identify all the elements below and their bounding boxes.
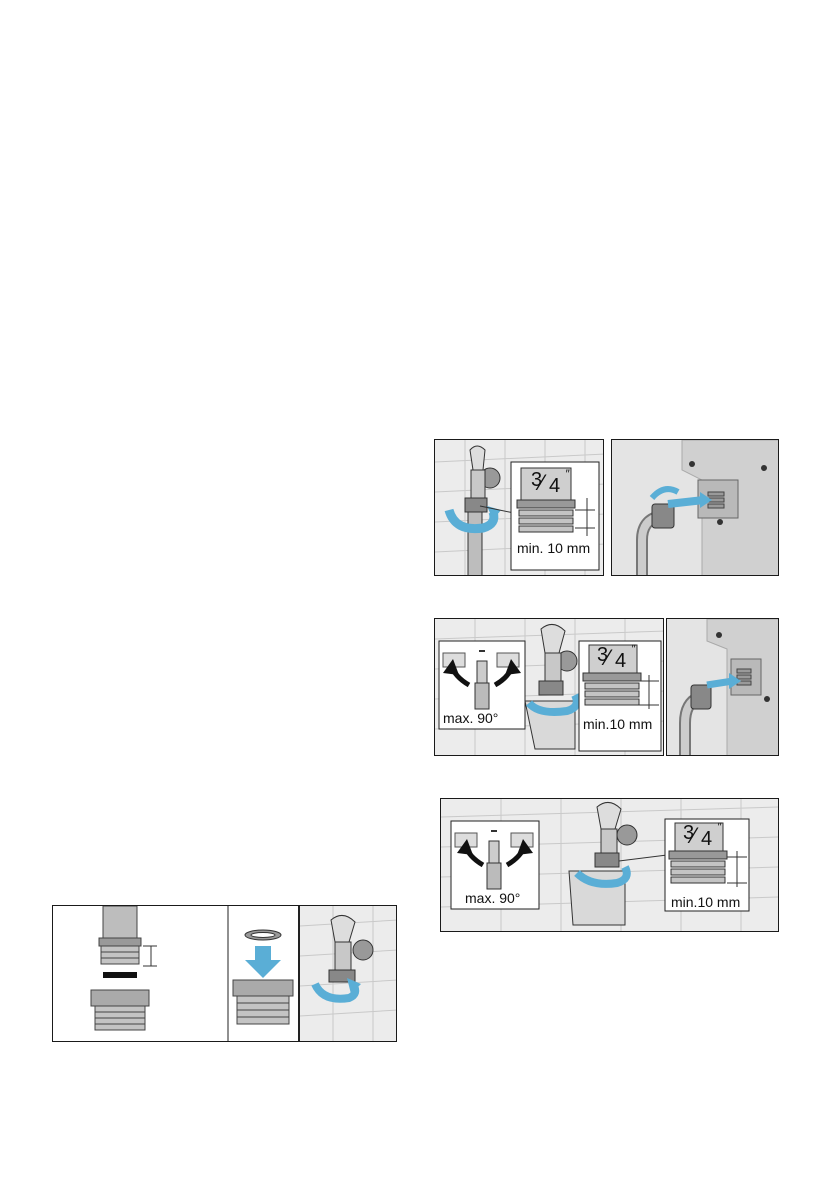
figure-1-tap-panel: 3 ⁄ 4 ″ min. 10 mm [434, 439, 604, 576]
down-arrow-icon [245, 946, 281, 978]
thread-icon [90, 989, 150, 1031]
hose-icon [636, 503, 675, 575]
thread-icon [232, 979, 294, 1025]
min-10mm-label: min.10 mm [671, 894, 741, 910]
figure-2-tap-panel: max. 90° 3 ⁄ 4 ″ min.10 mm [434, 618, 664, 756]
thread-size-fraction: 3 ⁄ 4 ″ [683, 820, 722, 850]
figure-4-adapter-drawing [90, 906, 396, 1041]
min-10mm-label: min.10 mm [583, 716, 653, 732]
figure-2-appliance-drawing [667, 619, 778, 755]
max-90-label: max. 90° [443, 710, 499, 726]
tap-icon [328, 915, 374, 983]
hose-icon [679, 684, 712, 755]
figure-3-tap-drawing [441, 799, 778, 931]
figure-3-tap-panel: max. 90° 3 ⁄ 4 ″ min.10 mm [440, 798, 779, 932]
thread-icon [584, 682, 640, 706]
figure-2-tap-drawing [435, 619, 663, 755]
max-90-label: max. 90° [465, 890, 521, 906]
thread-icon [518, 509, 574, 533]
rotate-arrow-icon [649, 486, 680, 501]
figure-4-adapter-panel [52, 905, 397, 1042]
rotate-arrow-icon [574, 865, 631, 888]
thread-icon [736, 668, 752, 686]
rotate-arrow-icon [525, 693, 581, 716]
thread-size-fraction: 3 ⁄ 4 ″ [531, 467, 570, 497]
push-arrow-icon [706, 677, 734, 689]
figure-2-appliance-panel [666, 618, 779, 756]
figure-1-appliance-panel [611, 439, 779, 576]
thread-size-fraction: 3 ⁄ 4 ″ [597, 642, 636, 672]
washer-ring-icon [244, 929, 282, 941]
thread-icon [98, 906, 157, 967]
tap-icon [454, 830, 534, 890]
push-arrow-icon [667, 496, 705, 508]
min-10mm-label: min. 10 mm [517, 540, 591, 556]
thread-icon [670, 860, 726, 884]
figure-1-appliance-drawing [612, 440, 778, 575]
figure-1-tap-drawing [435, 440, 603, 575]
